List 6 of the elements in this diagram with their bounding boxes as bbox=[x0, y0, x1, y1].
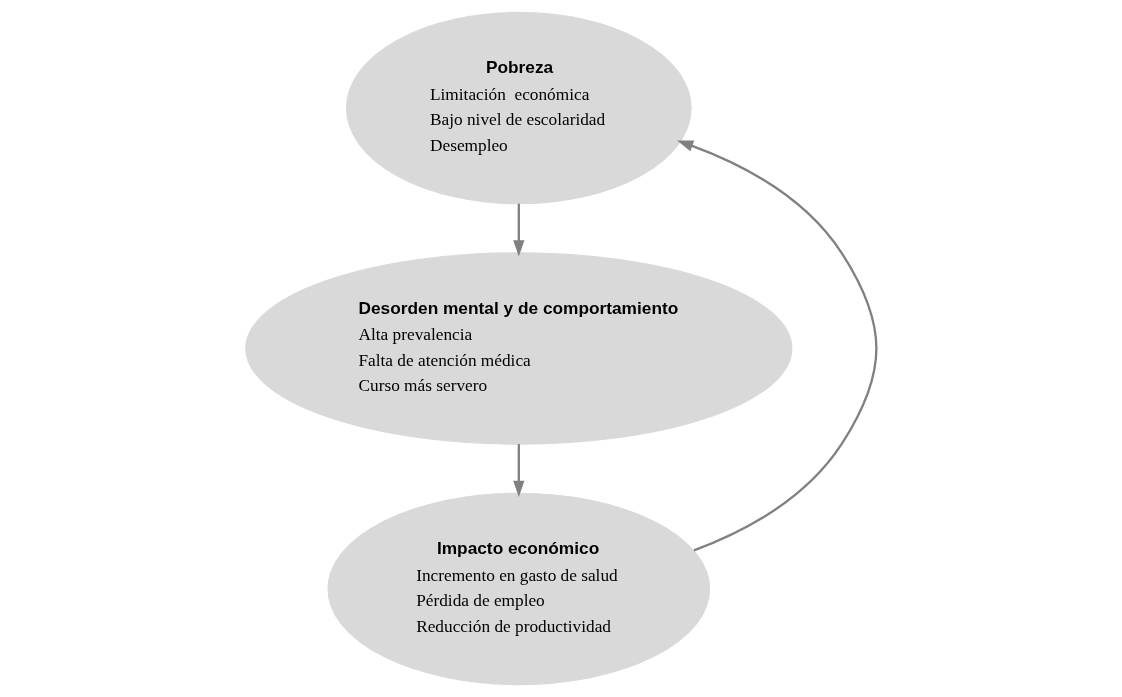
arrow bbox=[677, 140, 878, 552]
arrow bbox=[513, 203, 525, 257]
node-ellipse: Desorden mental y de comportamiento Alta prevalencia Falta de atención médica Curso más servero bbox=[245, 252, 793, 445]
arrow bbox=[513, 444, 525, 497]
node-ellipse: Impacto económico Incremento en gasto de salud Pérdida de empleo Reducción de productividad bbox=[327, 492, 711, 686]
node-ellipse: Pobreza Limitación económica Bajo nivel de escolaridad Desempleo bbox=[345, 11, 692, 205]
